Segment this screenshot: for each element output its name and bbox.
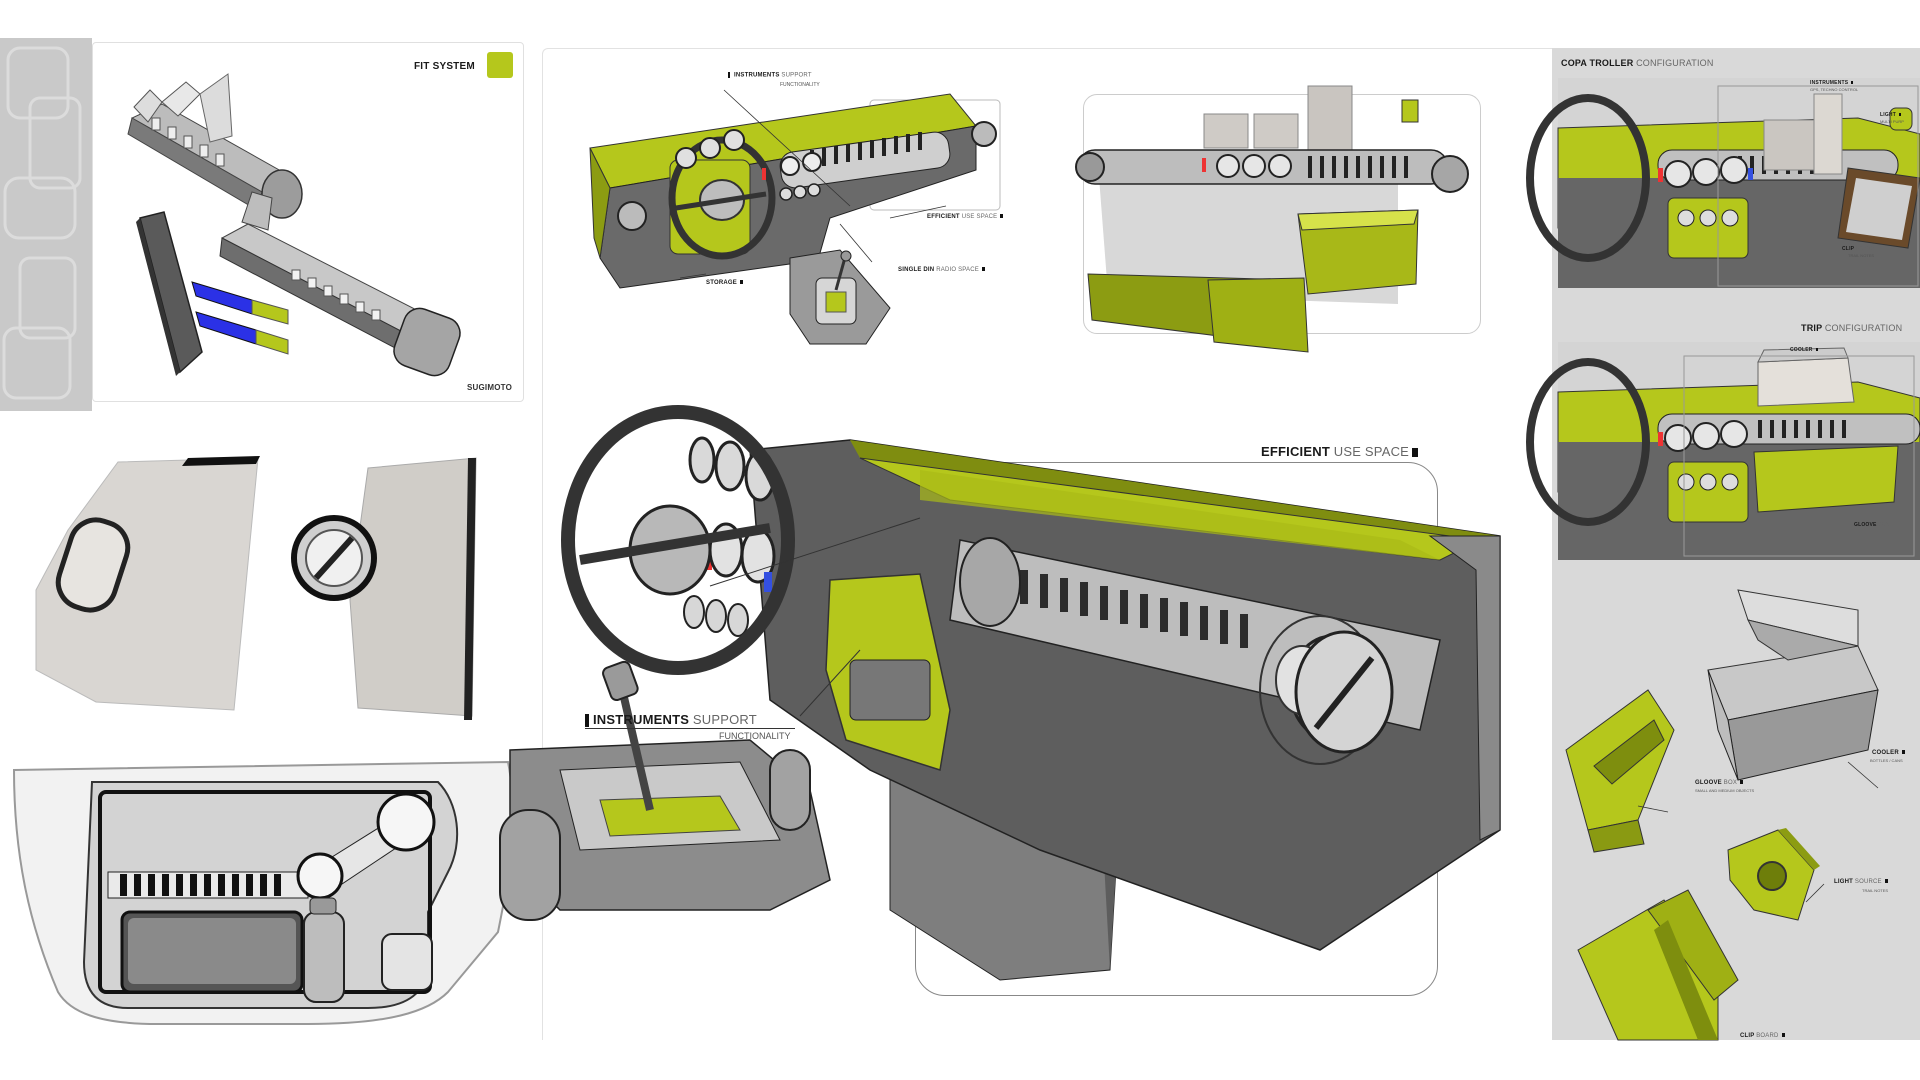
light-source-label: LIGHT SOURCE (1834, 879, 1888, 885)
copa-clipboard-sub: TRAIL NOTES (1848, 253, 1875, 258)
accessories-sketch (1565, 589, 1879, 1041)
light-source (1727, 828, 1820, 921)
trip-config-sketch (1526, 342, 1920, 560)
gloove-box-sub: SMALL AND MEDIUM OBJECTS (1695, 788, 1755, 793)
door-panel-tube (107, 792, 436, 900)
fit-system-title: FIT SYSTEM (414, 61, 475, 72)
copa-clipboard-label: CLIP BOARD (1842, 246, 1875, 252)
blue-connectors (191, 281, 289, 355)
copa-troller-sketch (1526, 78, 1920, 288)
glovebox-module-left (1087, 273, 1309, 353)
light-source-sub: TRAIL NOTES (1862, 888, 1889, 893)
fit-system-illustration (127, 73, 461, 377)
main-dashboard-sketch (499, 405, 1501, 981)
gear-console-large (499, 660, 831, 921)
copa-light-sub: MULTI PURP (1880, 119, 1904, 124)
main-instruments-support-label: INSTRUMENTS SUPPORT (585, 712, 757, 728)
pattern-strip-lines (2, 46, 82, 400)
steering-wheel-large (561, 405, 795, 675)
gloove-box-label: GLOOVE BOX (1695, 780, 1744, 786)
top-efficient-label: EFFICIENT USE SPACE (927, 214, 1004, 220)
main-vent-tube (949, 537, 1441, 765)
gloove-box (1565, 689, 1675, 853)
cooler-sub: BOTTLES / CANS (1870, 758, 1903, 763)
clip-board (1577, 889, 1739, 1041)
copa-instruments-sub: GPS, TECHNO CONTROL (1810, 87, 1859, 92)
center-panel (542, 48, 1552, 1040)
upper-instrument-bar (127, 73, 303, 219)
cooler-label: COOLER (1872, 750, 1905, 756)
instruments-underline (585, 728, 795, 729)
top-instruments-support-label: INSTRUMENTS SUPPORT (728, 72, 812, 79)
copa-instruments-label: INSTRUMENTS (1810, 80, 1854, 86)
main-efficient-label: EFFICIENT USE SPACE (1261, 444, 1419, 459)
clip-board-label: CLIP BOARD (1740, 1033, 1785, 1039)
top-storage-label: STORAGE (706, 280, 743, 286)
trip-cooler-label: COOLER (1790, 347, 1818, 353)
designer-signature: SUGIMOTO (467, 383, 513, 392)
trip-gloove-label: GLOOVE BOX (1854, 522, 1890, 528)
copa-light-label: LIGHT (1880, 112, 1901, 118)
glovebox-module-right (1297, 209, 1419, 295)
top-instruments-support-sub: FUNCTIONALITY (780, 82, 820, 88)
gear-console-small (789, 249, 891, 345)
fit-system-swatch (487, 52, 513, 78)
lower-instrument-bar (219, 191, 461, 377)
exploded-bar-sketch (1075, 85, 1469, 353)
dashboard-overview-sketch (589, 89, 1001, 345)
trip-title: TRIP CONFIGURATION (1801, 323, 1903, 333)
copa-troller-title: COPA TROLLER CONFIGURATION (1561, 58, 1714, 68)
vent-sketches (35, 456, 477, 720)
top-single-din-label: SINGLE DIN RADIO SPACE (898, 267, 985, 273)
steering-wheel-small (668, 136, 776, 260)
cooler-box (1707, 589, 1879, 781)
main-instruments-support-sub: FUNCTIONALITY (719, 731, 791, 741)
door-panel-sketch (12, 760, 515, 1025)
